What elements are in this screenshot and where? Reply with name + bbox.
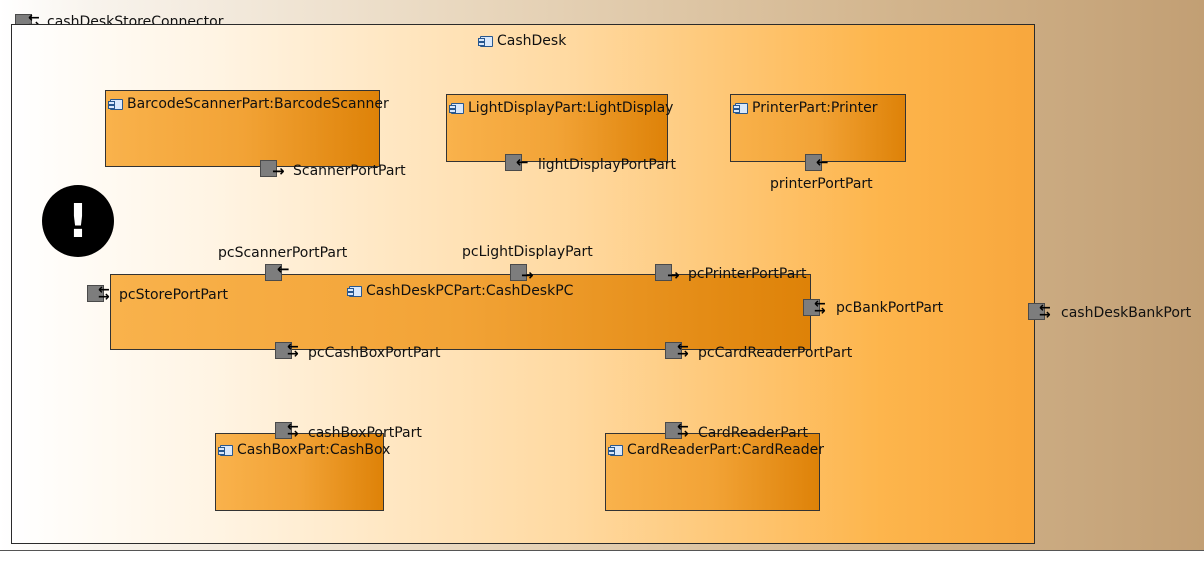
pc-cashbox-port-arrow-icon: ←→ — [287, 339, 299, 362]
pc-bank-port-arrow-icon: ←→ — [814, 296, 826, 319]
scanner-port[interactable] — [260, 160, 277, 177]
card-reader-part-title: CardReaderPart:CardReader — [627, 442, 824, 458]
card-reader-port[interactable] — [665, 422, 682, 439]
light-display-part-title: LightDisplayPart:LightDisplay — [468, 100, 674, 116]
cashdesk-bank-port[interactable] — [1028, 303, 1045, 320]
scanner-port-label: ScannerPortPart — [293, 163, 406, 179]
pc-bank-port[interactable] — [803, 299, 820, 316]
card-reader-port-label: CardReaderPart — [698, 425, 808, 441]
printer-port[interactable] — [805, 154, 822, 171]
cashdesk-bank-port-arrow-icon: ←→ — [1039, 300, 1051, 323]
pc-store-port-arrow-icon: ←→ — [98, 282, 110, 305]
pc-light-display-port-arrow-icon: → — [521, 266, 534, 284]
pc-scanner-port[interactable] — [265, 264, 282, 281]
light-display-port-label: lightDisplayPortPart — [538, 157, 677, 173]
pc-printer-port-label: pcPrinterPortPart — [688, 266, 807, 282]
light-display-part[interactable]: LightDisplayPart:LightDisplay — [446, 94, 673, 162]
pc-scanner-port-arrow-icon: ← — [277, 260, 290, 278]
pc-light-display-port[interactable] — [510, 264, 527, 281]
barcode-scanner-part[interactable]: BarcodeScannerPart:BarcodeScanner — [105, 90, 389, 167]
printer-part-label: PrinterPart:Printer — [733, 100, 878, 116]
printer-port-label: printerPortPart — [770, 176, 873, 192]
card-reader-part-label: CardReaderPart:CardReader — [608, 442, 824, 458]
component-icon — [347, 285, 362, 297]
pc-printer-port[interactable] — [655, 264, 672, 281]
pc-card-reader-port[interactable] — [665, 342, 682, 359]
light-display-port-arrow-icon: ← — [516, 153, 529, 171]
cashbox-part-title: CashBoxPart:CashBox — [237, 442, 391, 458]
card-reader-port-arrow-icon: ←→ — [677, 419, 689, 442]
cashbox-port-arrow-icon: ←→ — [287, 419, 299, 442]
component-icon — [733, 102, 748, 114]
pc-bank-port-label: pcBankPortPart — [836, 300, 944, 316]
canvas-bottom-border — [0, 550, 1204, 551]
cashdesk-pc-part-label: CashDeskPCPart:CashDeskPC — [347, 283, 574, 299]
printer-part[interactable]: PrinterPart:Printer — [730, 94, 906, 162]
pc-printer-port-arrow-icon: → — [667, 266, 680, 284]
card-reader-part[interactable]: CardReaderPart:CardReader — [605, 433, 824, 511]
component-icon — [218, 444, 233, 456]
cashdesk-pc-part-title: CashDeskPCPart:CashDeskPC — [366, 283, 574, 299]
component-icon — [108, 98, 123, 110]
cashbox-part-label: CashBoxPart:CashBox — [218, 442, 391, 458]
cashdesk-title-text: CashDesk — [497, 33, 567, 49]
barcode-scanner-part-title: BarcodeScannerPart:BarcodeScanner — [127, 96, 389, 112]
exclamation-icon: ! — [42, 185, 114, 257]
cashbox-port[interactable] — [275, 422, 292, 439]
barcode-scanner-part-label: BarcodeScannerPart:BarcodeScanner — [108, 96, 389, 112]
canvas-bottom-strip — [0, 551, 1204, 575]
printer-part-title: PrinterPart:Printer — [752, 100, 878, 116]
component-icon — [478, 35, 493, 47]
component-icon — [608, 444, 623, 456]
pc-card-reader-port-arrow-icon: ←→ — [677, 339, 689, 362]
printer-port-arrow-icon: ← — [816, 153, 829, 171]
pc-cashbox-port[interactable] — [275, 342, 292, 359]
pc-scanner-port-label: pcScannerPortPart — [218, 245, 348, 261]
cashbox-port-label: cashBoxPortPart — [308, 425, 422, 441]
pc-light-display-port-label: pcLightDisplayPart — [462, 244, 593, 260]
light-display-part-label: LightDisplayPart:LightDisplay — [449, 100, 674, 116]
cashdesk-bank-port-label: cashDeskBankPort — [1061, 305, 1192, 321]
scanner-port-arrow-icon: → — [272, 162, 285, 180]
pc-card-reader-port-label: pcCardReaderPortPart — [698, 345, 853, 361]
cashbox-part[interactable]: CashBoxPart:CashBox — [215, 433, 390, 511]
light-display-port[interactable] — [505, 154, 522, 171]
pc-store-port-label: pcStorePortPart — [119, 287, 228, 303]
pc-store-port[interactable] — [87, 285, 104, 302]
cashdesk-title: CashDesk — [478, 33, 567, 49]
component-icon — [449, 102, 464, 114]
pc-cashbox-port-label: pcCashBoxPortPart — [308, 345, 441, 361]
cashdesk-pc-part[interactable]: CashDeskPCPart:CashDeskPC — [110, 274, 811, 350]
